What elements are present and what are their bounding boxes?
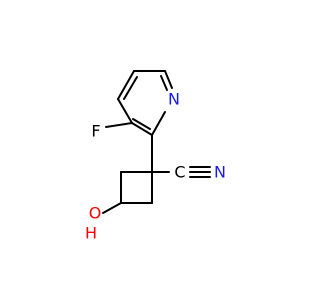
atom-f: F	[91, 122, 100, 141]
molecule-structure-diagram: F N C N O H	[85, 70, 226, 243]
atom-h: H	[85, 224, 97, 243]
bond-c3-oh	[102, 202, 122, 214]
bond-ring-c6-n	[164, 70, 173, 89]
bond-ring-c2-c3	[131, 122, 153, 136]
atom-n-nitrile: N	[214, 163, 226, 182]
atom-labels: F N C N O H	[85, 90, 226, 243]
bond-ring-n-c2	[151, 111, 166, 136]
bond-ring-inner-c6-n	[160, 75, 168, 91]
bond-ring-inner-c2-c3	[132, 118, 151, 130]
bond-c3-f	[105, 122, 133, 128]
atom-n-pyridine: N	[168, 90, 180, 109]
bond-ring-c3-c4	[117, 98, 133, 124]
bond-ring-inner-c4-c5	[123, 76, 138, 100]
atom-o: O	[89, 204, 102, 223]
bonds	[102, 70, 211, 214]
atom-c-nitrile: C	[174, 163, 185, 182]
bond-ring-c4-c5	[117, 70, 135, 100]
